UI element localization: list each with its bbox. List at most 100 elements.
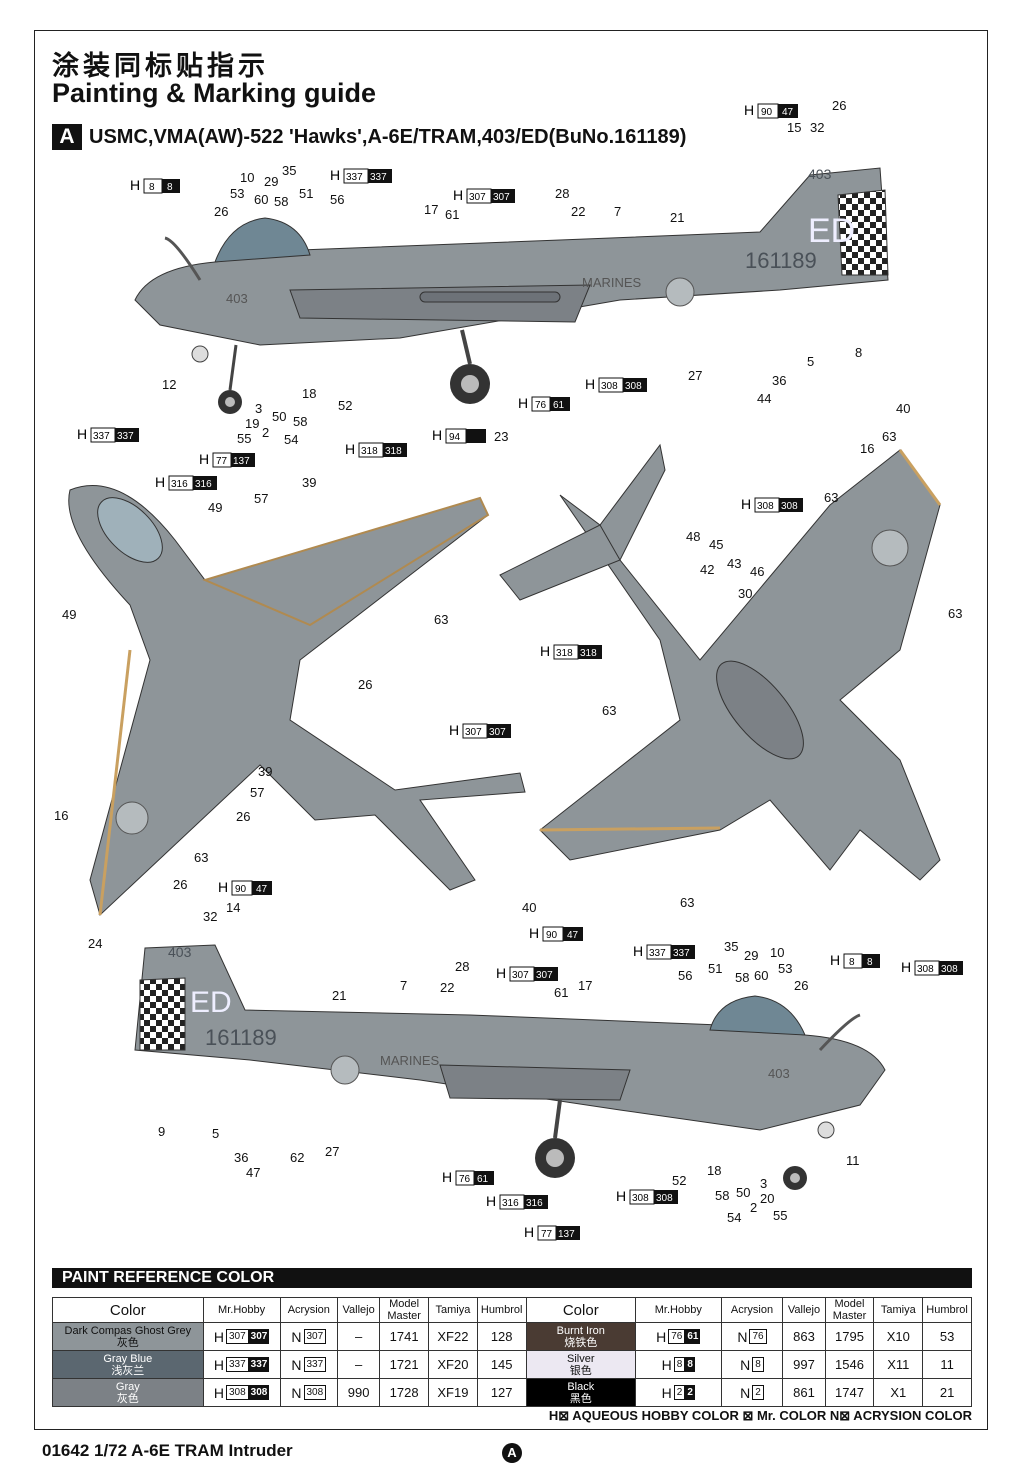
svg-text:35: 35 <box>282 163 296 178</box>
svg-text:51: 51 <box>708 961 722 976</box>
svg-text:56: 56 <box>330 192 344 207</box>
svg-text:308: 308 <box>917 964 934 975</box>
svg-text:137: 137 <box>233 456 250 467</box>
svg-text:337: 337 <box>117 431 134 442</box>
col-acrysion-right: Acrysion <box>720 1297 784 1323</box>
product-footer: 01642 1/72 A-6E TRAM Intruder <box>42 1441 293 1460</box>
svg-text:8: 8 <box>855 345 862 360</box>
svg-text:337: 337 <box>649 948 666 959</box>
svg-text:39: 39 <box>258 764 272 779</box>
svg-text:26: 26 <box>358 677 372 692</box>
svg-text:58: 58 <box>735 970 749 985</box>
svg-text:11: 11 <box>846 1153 860 1168</box>
svg-text:MARINES: MARINES <box>380 1053 440 1068</box>
bottom-view <box>499 443 942 881</box>
svg-text:62: 62 <box>290 1150 304 1165</box>
svg-text:76: 76 <box>535 400 547 411</box>
svg-text:47: 47 <box>246 1165 260 1180</box>
svg-text:17: 17 <box>424 202 438 217</box>
svg-text:2: 2 <box>750 1200 757 1215</box>
svg-text:21: 21 <box>332 988 346 1003</box>
svg-text:307: 307 <box>469 192 486 203</box>
col-humbrol-right: Humbrol <box>922 1297 972 1323</box>
svg-text:58: 58 <box>274 194 288 209</box>
svg-text:H: H <box>830 952 840 968</box>
svg-text:21: 21 <box>670 210 684 225</box>
svg-text:28: 28 <box>555 186 569 201</box>
paint-legend: H⊠ AQUEOUS HOBBY COLOR ⊠ Mr. COLOR N⊠ AC… <box>548 1408 972 1423</box>
svg-text:26: 26 <box>832 98 846 113</box>
svg-text:H: H <box>486 1193 496 1209</box>
svg-text:53: 53 <box>778 961 792 976</box>
svg-text:161189: 161189 <box>205 1025 277 1050</box>
title-english: Painting & Marking guide <box>52 78 377 108</box>
svg-text:ED: ED <box>190 986 232 1019</box>
svg-text:308: 308 <box>757 501 774 512</box>
svg-text:52: 52 <box>672 1173 686 1188</box>
svg-text:90: 90 <box>235 884 247 895</box>
svg-text:55: 55 <box>237 431 251 446</box>
col-mrhobby-right: Mr.Hobby <box>635 1297 722 1323</box>
col-color-right: Color <box>525 1297 637 1323</box>
svg-text:76: 76 <box>459 1174 471 1185</box>
svg-text:H: H <box>199 451 209 467</box>
svg-text:36: 36 <box>772 373 786 388</box>
svg-text:308: 308 <box>632 1193 649 1204</box>
svg-text:57: 57 <box>250 785 264 800</box>
svg-text:316: 316 <box>502 1198 519 1209</box>
svg-text:3: 3 <box>760 1176 767 1191</box>
svg-text:19: 19 <box>245 416 259 431</box>
svg-text:307: 307 <box>512 970 529 981</box>
svg-text:61: 61 <box>553 400 565 411</box>
page-frame <box>34 30 988 1430</box>
svg-text:137: 137 <box>558 1229 575 1240</box>
svg-text:60: 60 <box>254 192 268 207</box>
svg-text:36: 36 <box>234 1150 248 1165</box>
svg-text:H: H <box>155 474 165 490</box>
svg-text:H: H <box>540 643 550 659</box>
svg-text:55: 55 <box>773 1208 787 1223</box>
svg-text:10: 10 <box>770 945 784 960</box>
svg-text:308: 308 <box>941 964 958 975</box>
svg-text:H: H <box>585 376 595 392</box>
svg-text:58: 58 <box>715 1188 729 1203</box>
svg-text:50: 50 <box>736 1185 750 1200</box>
svg-text:403: 403 <box>168 944 192 960</box>
svg-text:30: 30 <box>738 586 752 601</box>
svg-text:47: 47 <box>567 930 579 941</box>
svg-text:63: 63 <box>948 606 962 621</box>
svg-text:63: 63 <box>434 612 448 627</box>
svg-text:23: 23 <box>494 429 508 444</box>
col-tamiya-right: Tamiya <box>873 1297 924 1323</box>
svg-text:94: 94 <box>449 432 461 443</box>
svg-text:49: 49 <box>62 607 76 622</box>
svg-text:54: 54 <box>284 432 298 447</box>
svg-text:337: 337 <box>673 948 690 959</box>
svg-text:316: 316 <box>171 479 188 490</box>
svg-text:8: 8 <box>867 957 873 968</box>
svg-text:5: 5 <box>807 354 814 369</box>
svg-text:H: H <box>453 187 463 203</box>
svg-text:H: H <box>616 1188 626 1204</box>
svg-text:26: 26 <box>236 809 250 824</box>
buno-marking: 161189 <box>745 248 817 273</box>
svg-text:63: 63 <box>824 490 838 505</box>
svg-text:90: 90 <box>761 107 773 118</box>
svg-text:32: 32 <box>203 909 217 924</box>
svg-text:316: 316 <box>195 479 212 490</box>
scheme-badge: A <box>52 124 82 150</box>
svg-text:20: 20 <box>760 1191 774 1206</box>
svg-text:77: 77 <box>541 1229 553 1240</box>
svg-text:47: 47 <box>782 107 794 118</box>
aircraft-illustrations: MARINES 161189 403 ED 403 MARINES 161189 <box>54 98 963 1241</box>
svg-text:H: H <box>744 102 754 118</box>
svg-text:337: 337 <box>93 431 110 442</box>
svg-text:318: 318 <box>556 648 573 659</box>
top-view <box>68 485 526 916</box>
svg-text:308: 308 <box>656 1193 673 1204</box>
